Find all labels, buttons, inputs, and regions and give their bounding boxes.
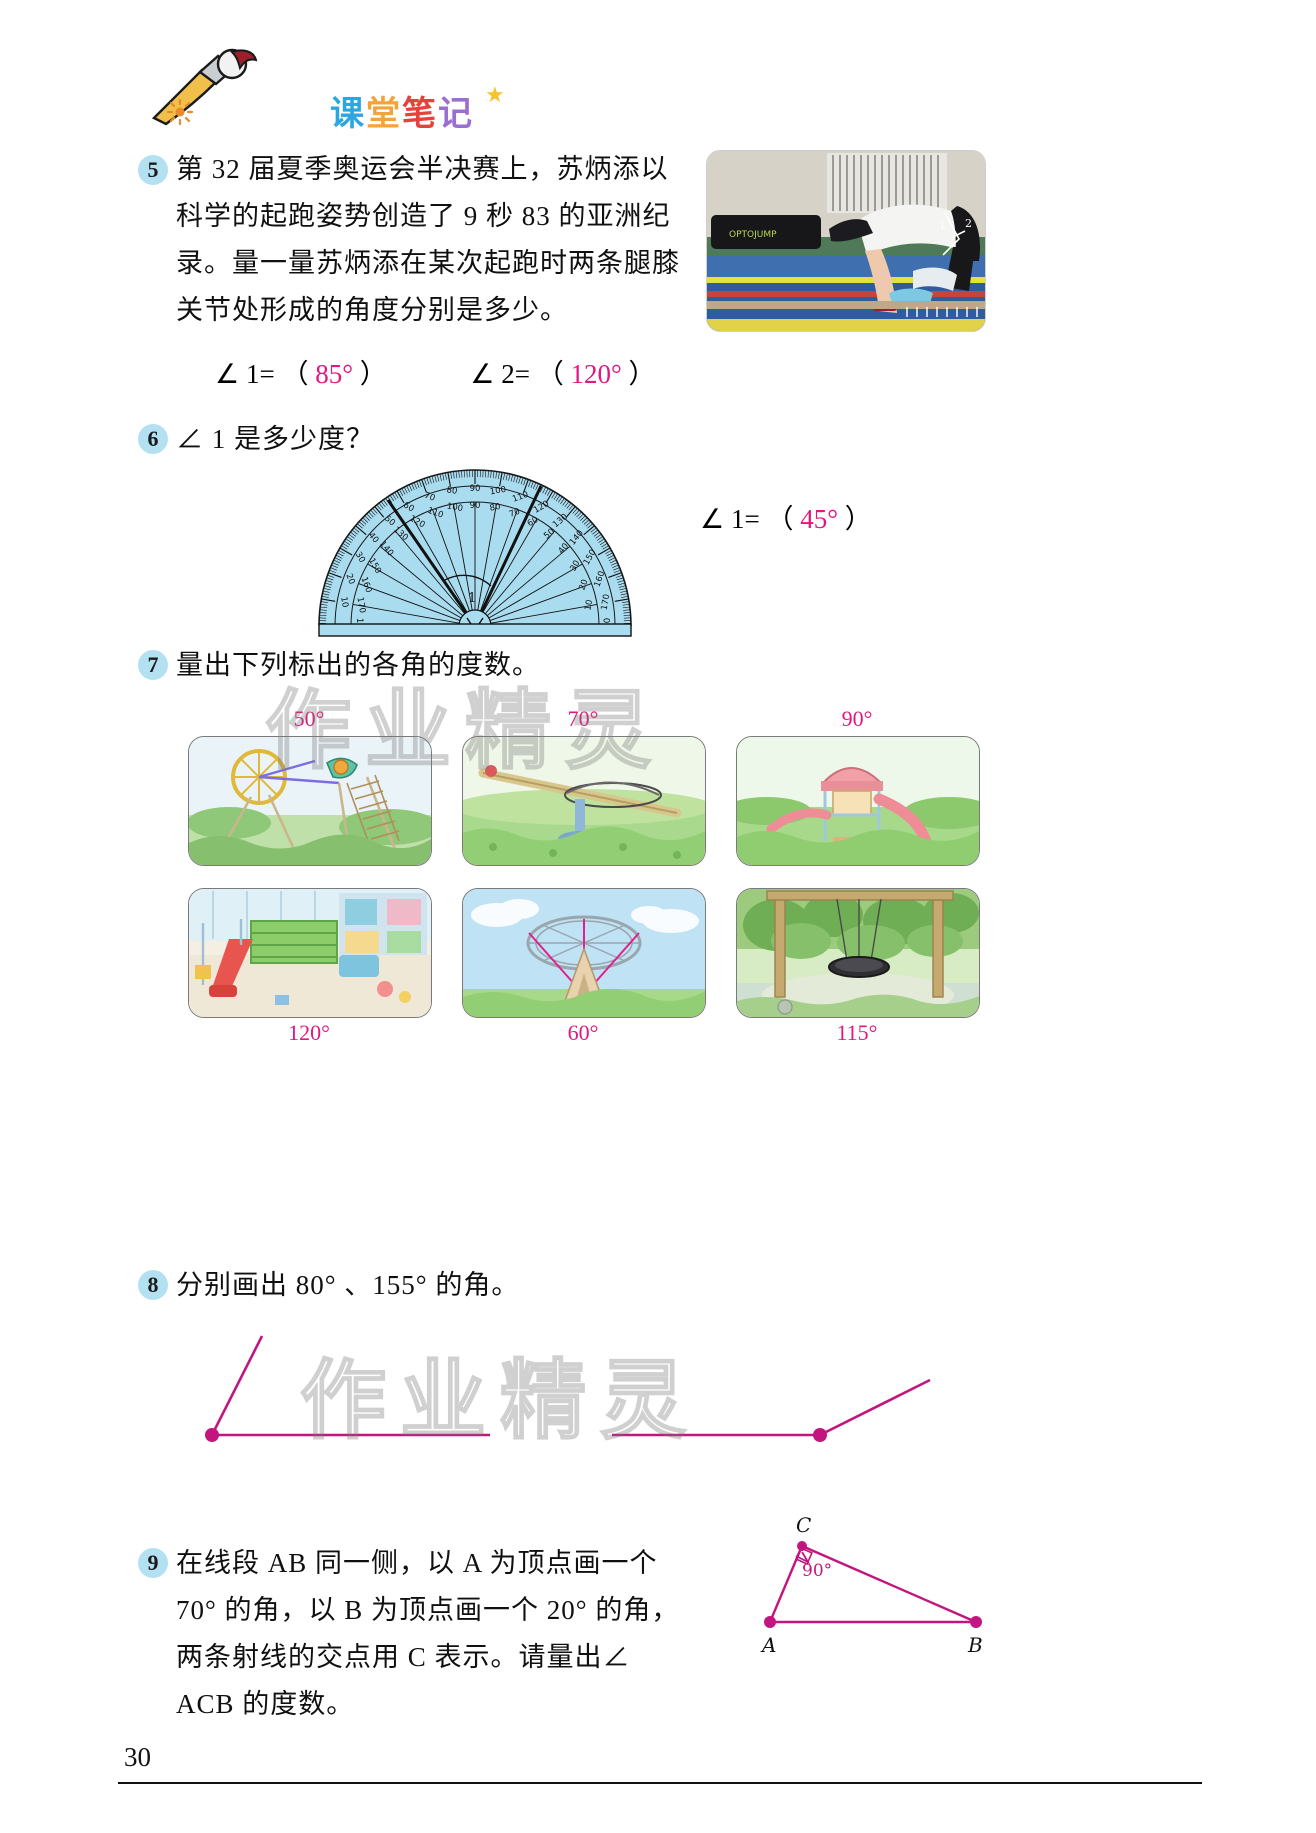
angle-155-drawing [612, 1378, 931, 1442]
grid-cell-6: 115° [736, 888, 980, 1045]
vertex-label-b: B [967, 1633, 983, 1657]
answer-6-label: ∠ 1= [700, 504, 760, 534]
angle-80-drawing [205, 1335, 490, 1442]
answer-5-2-value: 120° [570, 359, 622, 389]
svg-text:80: 80 [489, 502, 501, 514]
svg-text:180: 180 [354, 618, 364, 634]
svg-text:90: 90 [470, 484, 481, 494]
svg-text:70: 70 [508, 507, 522, 520]
angle-label-acb: 90° [802, 1561, 832, 1581]
svg-text:OPTOJUMP: OPTOJUMP [729, 230, 777, 240]
svg-text:30: 30 [353, 550, 367, 564]
grid-cell-3: 90° [736, 706, 980, 866]
svg-text:10: 10 [338, 596, 350, 608]
svg-text:20: 20 [577, 578, 590, 592]
grid-label-5: 60° [567, 1020, 599, 1045]
paintbrush-icon [151, 48, 258, 126]
photo-angle-label-2: 2 [965, 217, 972, 230]
svg-text:170: 170 [600, 593, 613, 611]
svg-text:1: 1 [468, 591, 476, 606]
vertex-label-c: C [796, 1513, 811, 1537]
svg-text:20: 20 [343, 572, 356, 586]
svg-text:60: 60 [401, 500, 415, 514]
svg-text:100: 100 [446, 501, 464, 514]
angle-photo-grid: 50° [188, 700, 980, 1045]
question-number-6: 6 [138, 424, 168, 454]
answer-line-5: ∠ 1= （ 85° ） ∠ 2= （ 120° ） [215, 352, 685, 392]
grid-label-4: 120° [288, 1020, 330, 1045]
seesaw-photo [462, 736, 706, 866]
grid-label-3: 90° [841, 706, 873, 731]
triangle-abc-figure: C A B 90° [740, 1500, 1020, 1690]
vertex-label-a: A [760, 1633, 776, 1657]
answer-5-2: ∠ 2= （ 120° ） [470, 352, 655, 391]
playground-slide-photo [736, 736, 980, 866]
grid-cell-4: 120° [188, 888, 432, 1045]
answer-line-6: ∠ 1= （ 45° ） [700, 497, 872, 536]
svg-text:10: 10 [583, 599, 595, 611]
question-number-7: 7 [138, 650, 168, 680]
question-text-6: ∠ 1 是多少度？ [176, 424, 374, 454]
answer-5-2-close: ） [628, 359, 656, 389]
drawn-angles-area [160, 1320, 1060, 1490]
sprinter-starting-block-photo: OPTOJUMP 1 2 [706, 150, 986, 332]
title-char-4: 记 [438, 94, 474, 134]
answer-5-1-value: 85° [315, 359, 353, 389]
page-header: 课堂笔记 ★ [140, 38, 560, 134]
question-number-9: 9 [138, 1548, 168, 1578]
question-number-8: 8 [138, 1270, 168, 1300]
answer-5-1: ∠ 1= （ 85° ） [215, 352, 387, 391]
question-text-5: 第 32 届夏季奥运会半决赛上，苏炳添以科学的起跑姿势创造了 9 秒 83 的亚… [176, 154, 680, 325]
title-char-3: 笔 [402, 94, 438, 134]
svg-text:60: 60 [526, 515, 540, 529]
grid-cell-5: 60° [462, 888, 706, 1045]
svg-text:170: 170 [354, 596, 367, 614]
nest-swing-photo [736, 888, 980, 1018]
answer-6-open: （ [766, 504, 794, 534]
grid-label-6: 115° [836, 1020, 878, 1045]
svg-text:30: 30 [568, 559, 582, 573]
grid-cell-1: 50° [188, 706, 432, 866]
page-number: 30 [124, 1742, 151, 1772]
svg-text:80: 80 [446, 485, 458, 497]
title-char-2: 堂 [366, 94, 402, 134]
grid-cell-2: 70° [462, 706, 706, 866]
answer-5-2-label: ∠ 2= [470, 359, 530, 389]
svg-text:180: 180 [603, 618, 613, 634]
page-title: 课堂笔记 [330, 86, 474, 135]
ferris-wheel-below-photo [462, 888, 706, 1018]
grid-label-1: 50° [293, 706, 325, 731]
question-number-5: 5 [138, 155, 168, 185]
answer-6-close: ） [844, 504, 872, 534]
footer-divider [118, 1782, 1202, 1784]
svg-text:90: 90 [470, 501, 481, 511]
answer-5-1-open: （ [281, 359, 309, 389]
answer-6-value: 45° [800, 504, 838, 534]
ferris-wheel-ride-photo [188, 736, 432, 866]
question-text-7: 量出下列标出的各角的度数。 [176, 650, 540, 680]
question-text-9: 在线段 AB 同一侧，以 A 为顶点画一个 70° 的角，以 B 为顶点画一个 … [176, 1548, 680, 1719]
answer-5-1-close: ） [359, 359, 387, 389]
title-char-1: 课 [330, 94, 366, 134]
answer-5-2-open: （ [536, 359, 564, 389]
grid-label-2: 70° [567, 706, 599, 731]
question-text-8: 分别画出 80° 、155° 的角。 [176, 1270, 520, 1300]
answer-5-1-label: ∠ 1= [215, 359, 275, 389]
star-icon: ★ [485, 82, 505, 107]
photo-angle-label-1: 1 [939, 219, 946, 232]
svg-text:100: 100 [489, 485, 507, 498]
svg-text:70: 70 [423, 491, 437, 504]
protractor-diagram: 0102030405060708090100110120130140150160… [305, 450, 645, 640]
indoor-playroom-photo [188, 888, 432, 1018]
